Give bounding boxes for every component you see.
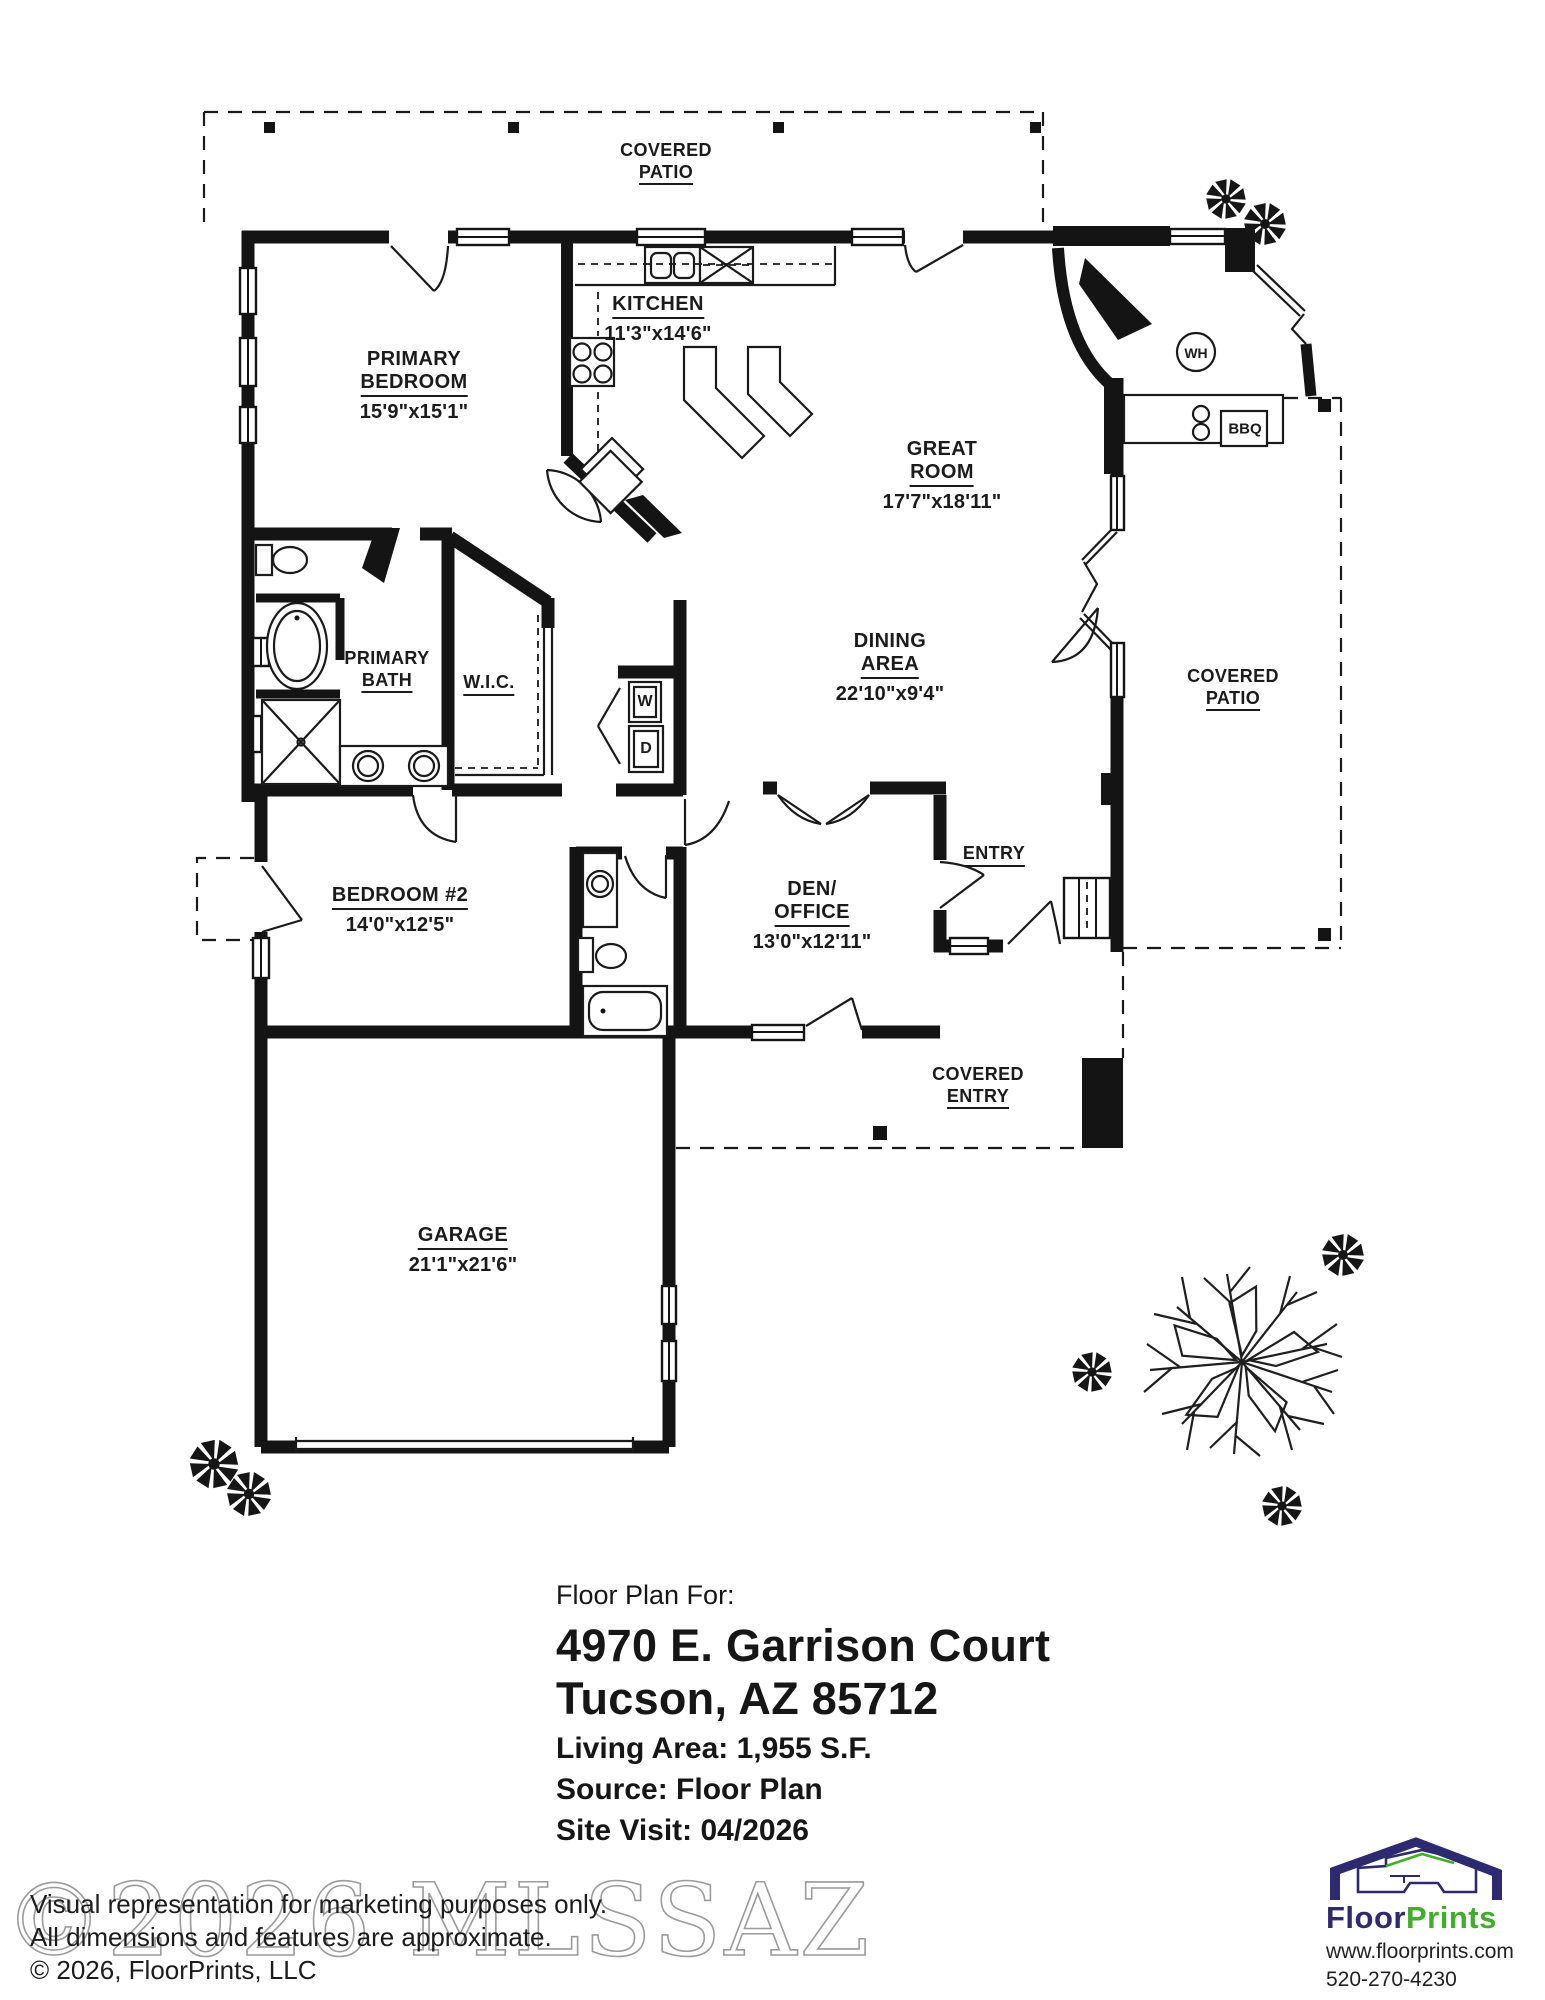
- kitchen-fixtures: [568, 245, 837, 515]
- property-info: Floor Plan For: 4970 E. Garrison Court T…: [556, 1580, 1050, 1848]
- doors: [261, 244, 1100, 1031]
- bedroom2-bay-outline: [195, 856, 254, 942]
- label-dining-area: DINING AREA 22'10"x9'4": [835, 630, 945, 706]
- disclaimer-line2: All dimensions and features are approxim…: [30, 1921, 552, 1952]
- covered-patio-top-outline: [202, 110, 1045, 231]
- bush: [1258, 1482, 1306, 1530]
- refrigerator: [577, 436, 645, 515]
- laundry-closet: [597, 680, 665, 774]
- info-heading: Floor Plan For:: [556, 1580, 735, 1610]
- label-wic: W.I.C.: [463, 672, 515, 696]
- disclaimer: Visual representation for marketing purp…: [30, 1888, 607, 1986]
- bath2-toilet: [576, 936, 628, 974]
- disclaimer-line1: Visual representation for marketing purp…: [30, 1889, 608, 1919]
- logo-phone: 520-270-4230: [1326, 1968, 1457, 1991]
- label-garage: GARAGE 21'1"x21'6": [408, 1224, 518, 1277]
- bath2-fixtures: [576, 851, 669, 1038]
- site-visit: Site Visit: 04/2026: [556, 1814, 809, 1848]
- bath2-vanity: [581, 851, 619, 929]
- brand-name: FloorPrints: [1326, 1900, 1497, 1935]
- label-bbq: BBQ: [1228, 420, 1262, 438]
- label-water-heater: WH: [1184, 345, 1208, 361]
- label-great-room: GREAT ROOM 17'7"x18'11": [882, 438, 1002, 514]
- shower: [260, 698, 342, 786]
- label-bedroom2: BEDROOM #2 14'0"x12'5": [331, 884, 469, 937]
- bbq-counter: [1104, 378, 1285, 474]
- bathtub: [265, 601, 329, 691]
- label-covered-patio-top: COVERED PATIO: [620, 140, 712, 186]
- label-entry: ENTRY: [962, 843, 1026, 867]
- label-dryer: D: [640, 740, 652, 757]
- toilet: [254, 543, 309, 577]
- logo-website: www.floorprints.com: [1326, 1940, 1514, 1963]
- label-primary-bedroom: PRIMARY BEDROOM 15'9"x15'1": [359, 348, 469, 424]
- label-kitchen: KITCHEN 11'3"x14'6": [604, 293, 712, 346]
- label-primary-bath: PRIMARY BATH: [344, 648, 429, 694]
- covered-entry-pillar: [1082, 1058, 1123, 1148]
- source: Source: Floor Plan: [556, 1773, 823, 1807]
- address-line2: Tucson, AZ 85712: [556, 1673, 939, 1725]
- water-heater: [1175, 331, 1217, 373]
- large-tree: [1143, 1266, 1343, 1457]
- label-washer: W: [637, 693, 653, 710]
- floorprints-logo-icon: [1330, 1837, 1502, 1900]
- mls-watermark: ©2026 MLSSAZ: [3, 1861, 873, 1980]
- double-vanity: [338, 744, 450, 788]
- floorprints-logo: FloorPrints www.floorprints.com 520-270-…: [1326, 1834, 1526, 1992]
- label-covered-patio-right: COVERED PATIO: [1187, 666, 1279, 712]
- patio-posts: [264, 122, 1331, 1148]
- bbq-grill: [1219, 409, 1269, 448]
- dining-bay-opening: [1108, 528, 1126, 648]
- label-den-office: DEN/ OFFICE 13'0"x12'11": [752, 878, 872, 954]
- bush: [1068, 1348, 1116, 1396]
- bush: [1317, 1229, 1368, 1280]
- address-line1: 4970 E. Garrison Court: [556, 1620, 1051, 1671]
- bath2-tub: [581, 984, 669, 1038]
- label-covered-entry: COVERED ENTRY: [932, 1064, 1024, 1110]
- living-area: Living Area: 1,955 S.F.: [556, 1732, 872, 1766]
- covered-patio-right-outline: [1121, 396, 1343, 1058]
- garage-door: [294, 1437, 635, 1452]
- primary-bath-fixtures: [254, 543, 450, 788]
- windows: [238, 227, 1227, 1383]
- kitchen-island: [682, 345, 814, 460]
- range: [568, 336, 616, 388]
- bush: [1202, 175, 1250, 223]
- copyright: © 2026, FloorPrints, LLC: [30, 1954, 317, 1985]
- wic-shelving: [455, 615, 554, 777]
- landscaping: [184, 175, 1368, 1530]
- rotunda-entry-walls: [1052, 226, 1317, 397]
